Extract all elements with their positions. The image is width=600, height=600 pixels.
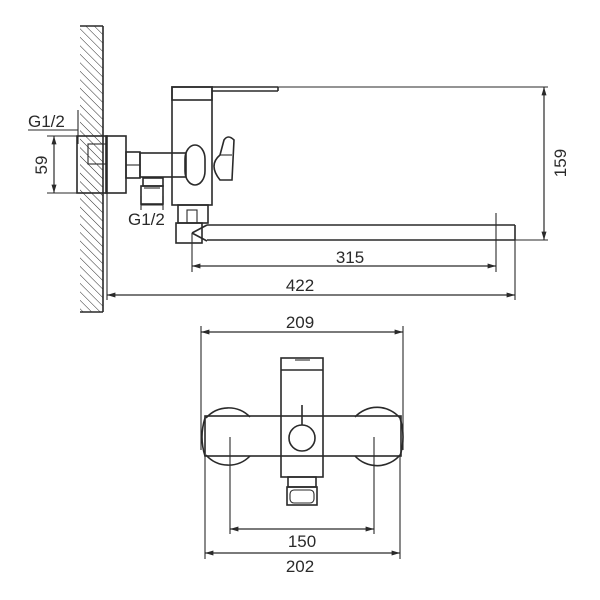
- dimension-overall-width: 209: [200, 313, 404, 450]
- svg-text:G1/2: G1/2: [128, 210, 165, 229]
- dimension-body-width: 202: [204, 456, 401, 576]
- dimension-total-projection: 422: [106, 193, 516, 300]
- dimension-connection-height: 59: [32, 135, 107, 194]
- spout: [175, 204, 516, 244]
- mixer-body: [171, 86, 279, 206]
- svg-text:G1/2: G1/2: [28, 112, 65, 131]
- dimension-spout-reach: 315: [191, 213, 497, 272]
- front-view: 209 150 202: [200, 313, 404, 576]
- wall-hatch: [80, 25, 104, 313]
- label-150: 150: [288, 532, 316, 551]
- thread-label-top: G1/2: [28, 110, 79, 144]
- label-209: 209: [286, 313, 314, 332]
- shower-outlet: [140, 177, 164, 205]
- thread-label-bottom: G1/2: [128, 196, 165, 229]
- dimension-height-total: 159: [278, 86, 570, 241]
- label-59: 59: [32, 156, 51, 175]
- label-422: 422: [286, 276, 314, 295]
- side-view: 159 315 422 59 G1/2: [28, 25, 570, 313]
- dimension-centers: 150: [229, 437, 375, 551]
- label-315: 315: [336, 248, 364, 267]
- label-202: 202: [286, 557, 314, 576]
- label-159: 159: [551, 149, 570, 177]
